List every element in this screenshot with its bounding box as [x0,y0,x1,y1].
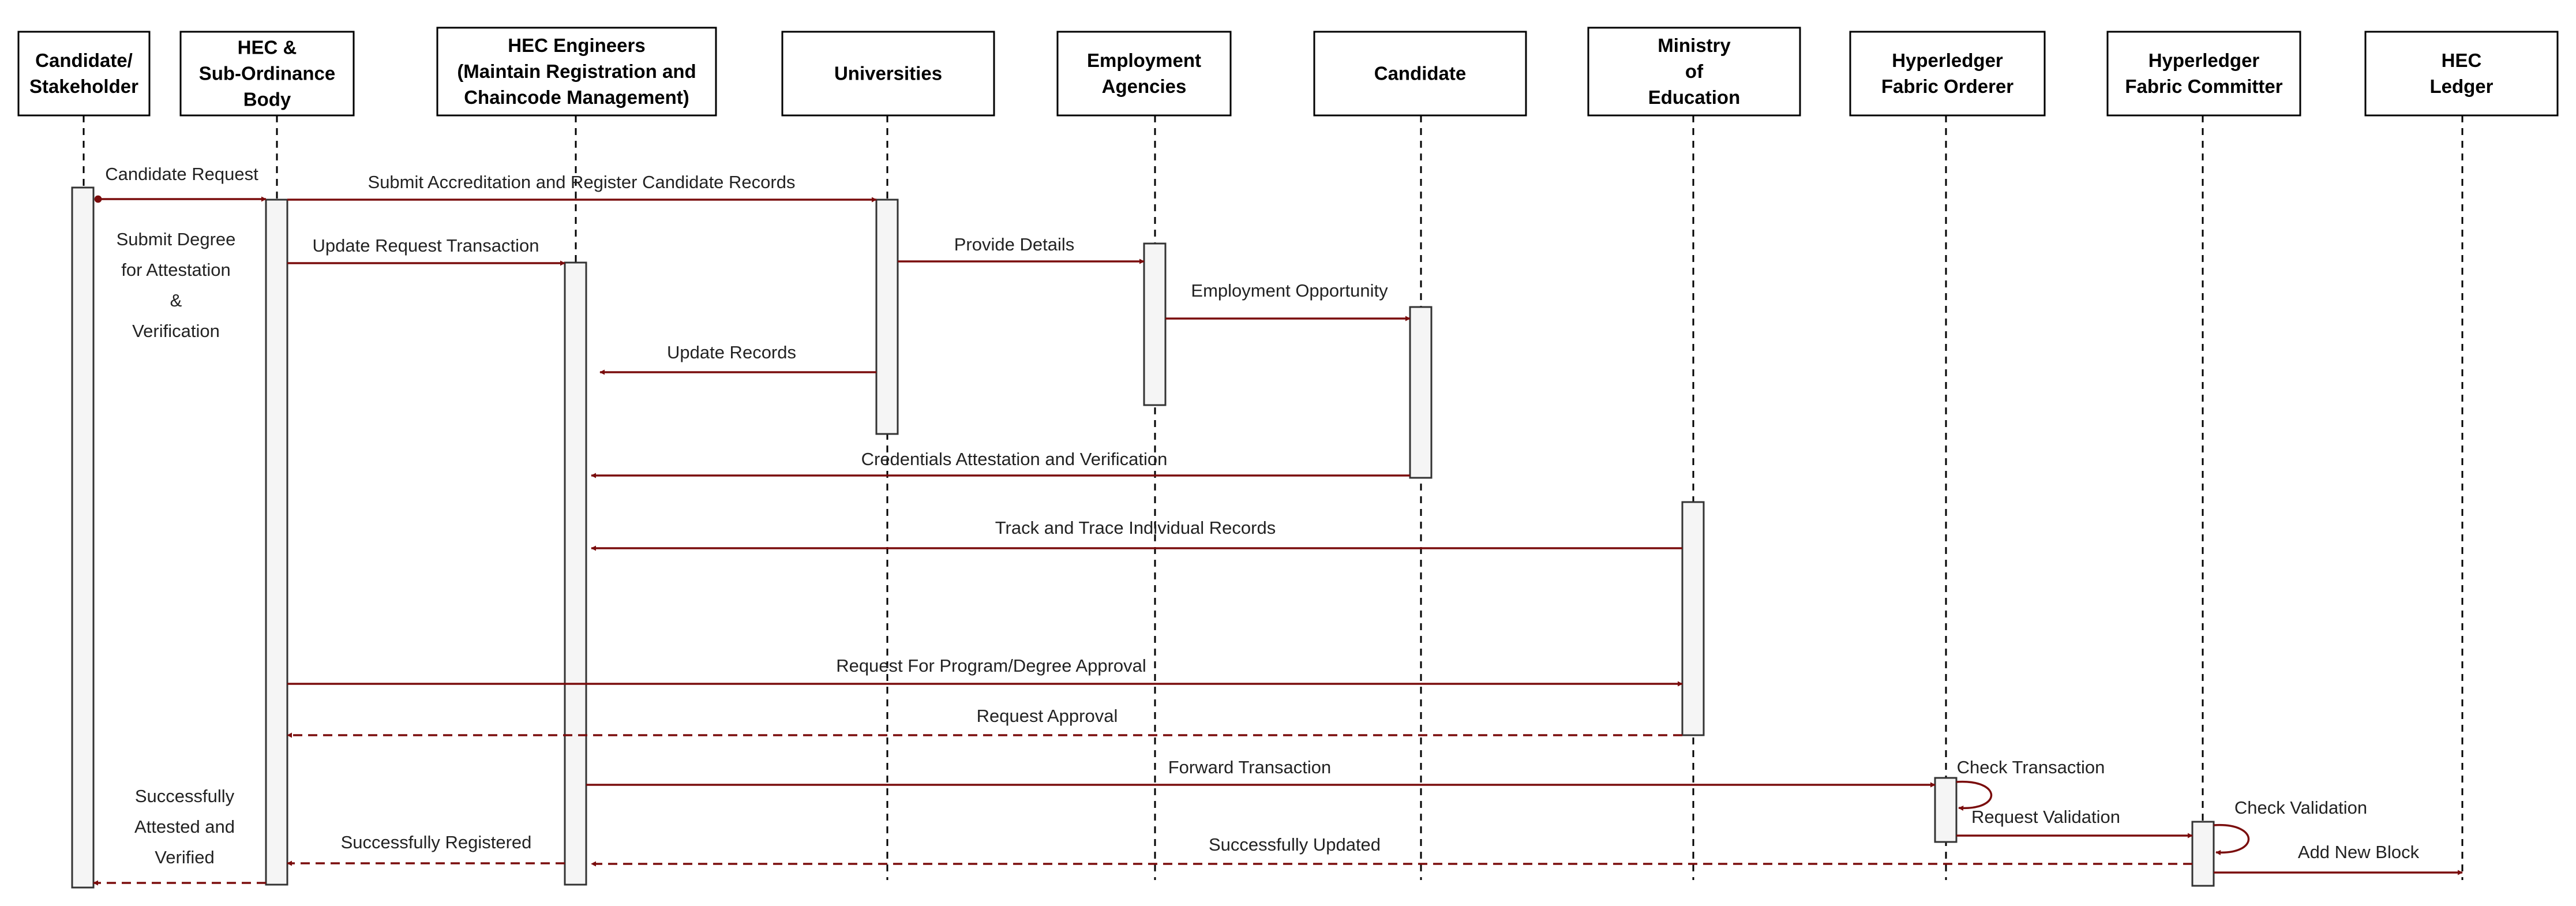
actor-box [1587,27,1801,117]
actor-box [1056,31,1232,117]
actor-label: Fabric Committer [2125,76,2282,97]
message-label: Employment Opportunity [1191,280,1388,301]
message-label: Forward Transaction [1168,757,1332,777]
actor-label: Hyperledger [1892,50,2003,71]
actor-label: Employment [1087,50,1201,71]
actor-label: Universities [834,63,942,84]
message-label: Successfully Updated [1209,834,1381,855]
actor-box [436,27,717,117]
message-arrow: Update Records [599,342,876,375]
actor-label: Chaincode Management) [464,87,689,108]
actor-label: Agencies [1102,76,1187,97]
note-line: Successfully [135,786,235,806]
actor-label: HEC & [238,37,297,58]
self-message-line [2213,824,2250,856]
actor-box [1849,31,2046,117]
actor-label: Body [243,89,291,110]
note-line: Verification [132,321,220,341]
note-line: Attested and [134,817,235,837]
message-label: Track and Trace Individual Records [995,518,1276,538]
message-arrow: Candidate Request [94,164,267,203]
actor-ledger: HEC Ledger [2364,31,2559,117]
note-line: Verified [155,847,214,867]
actor-box [179,31,355,117]
actor-label: Fabric Orderer [1881,76,2013,97]
message-label: Add New Block [2298,842,2420,862]
note-text-block: Submit Degree for Attestation & Verificatio… [117,229,236,341]
actor-label: Candidate [1374,63,1467,84]
actor-label: (Maintain Registration and [457,61,696,82]
message-arrow: Request Validation [1956,807,2193,838]
actor-label: Candidate/ [35,50,133,71]
message-label: Submit Accreditation and Register Candid… [368,172,796,192]
actor-label: Sub-Ordinance [199,63,336,84]
message-label: Request For Program/Degree Approval [836,656,1146,676]
actor-stakeholder: Candidate/Stakeholder [17,31,151,117]
message-label: Request Validation [1971,807,2120,827]
message-arrow: Forward Transaction [586,757,1936,788]
message-arrow: Provide Details [898,234,1145,264]
activation-bar-ministry [1681,501,1705,736]
actor-label: of [1685,61,1704,82]
message-arrow: Check Transaction [1956,757,2105,811]
message-arrow: Track and Trace Individual Records [591,518,1682,551]
message-arrow: Request Approval [287,706,1682,738]
message-arrow: Update Request Transaction [287,235,565,266]
message-arrow: Successfully Registered [287,832,565,866]
activation-bar-orderer [1934,777,1958,843]
message-label: Successfully Registered [341,832,532,852]
message-label: Check Transaction [1957,757,2105,777]
activation-bar-universities [875,199,899,435]
note-line: & [170,290,182,310]
self-message-line [1956,781,1993,811]
message-arrow: Check Validation [2213,798,2367,856]
message-label: Credentials Attestation and Verification [861,449,1168,469]
actor-box [2364,31,2559,117]
message-arrow: Submit Accreditation and Register Candid… [287,172,877,203]
actor-label: Hyperledger [2148,50,2260,71]
actor-label: Ledger [2429,76,2493,97]
message-arrow: Request For Program/Degree Approval [287,656,1683,687]
message-label: Check Validation [2234,798,2367,818]
activation-bar-employment-agencies [1143,242,1167,406]
note-line: Submit Degree [117,229,236,249]
actor-label: Ministry [1658,35,1731,56]
actor-hec-engineers: HEC Engineers (Maintain Registration andC… [436,27,717,117]
message-label: Request Approval [977,706,1118,726]
message-arrow: Successfully Updated [591,834,2192,867]
message-arrow: Add New Block [2214,842,2463,875]
message-label: Update Request Transaction [313,235,539,256]
message-label: Update Records [667,342,796,362]
activation-bar-committer [2191,821,2215,887]
activation-bar-candidate [1409,306,1433,479]
actor-label: Education [1648,87,1741,108]
message-arrow: Employment Opportunity [1165,280,1411,321]
actor-box [781,31,995,117]
activation-bar-stakeholder [71,186,95,889]
activation-bar-hec-engineers [564,261,587,886]
actor-box [17,31,151,117]
actor-box [2106,31,2301,117]
message-label: Provide Details [954,234,1074,254]
note-line: for Attestation [121,260,231,280]
actor-candidate: Candidate [1313,31,1527,117]
actor-label: HEC Engineers [508,35,645,56]
actor-box [1313,31,1527,117]
activation-bar-hec-body [265,199,288,886]
actor-label: HEC [2442,50,2482,71]
actor-universities: Universities [781,31,995,117]
actor-label: Stakeholder [29,76,138,97]
message-label: Candidate Request [105,164,258,184]
message-arrow: Credentials Attestation and Verification [591,449,1410,478]
